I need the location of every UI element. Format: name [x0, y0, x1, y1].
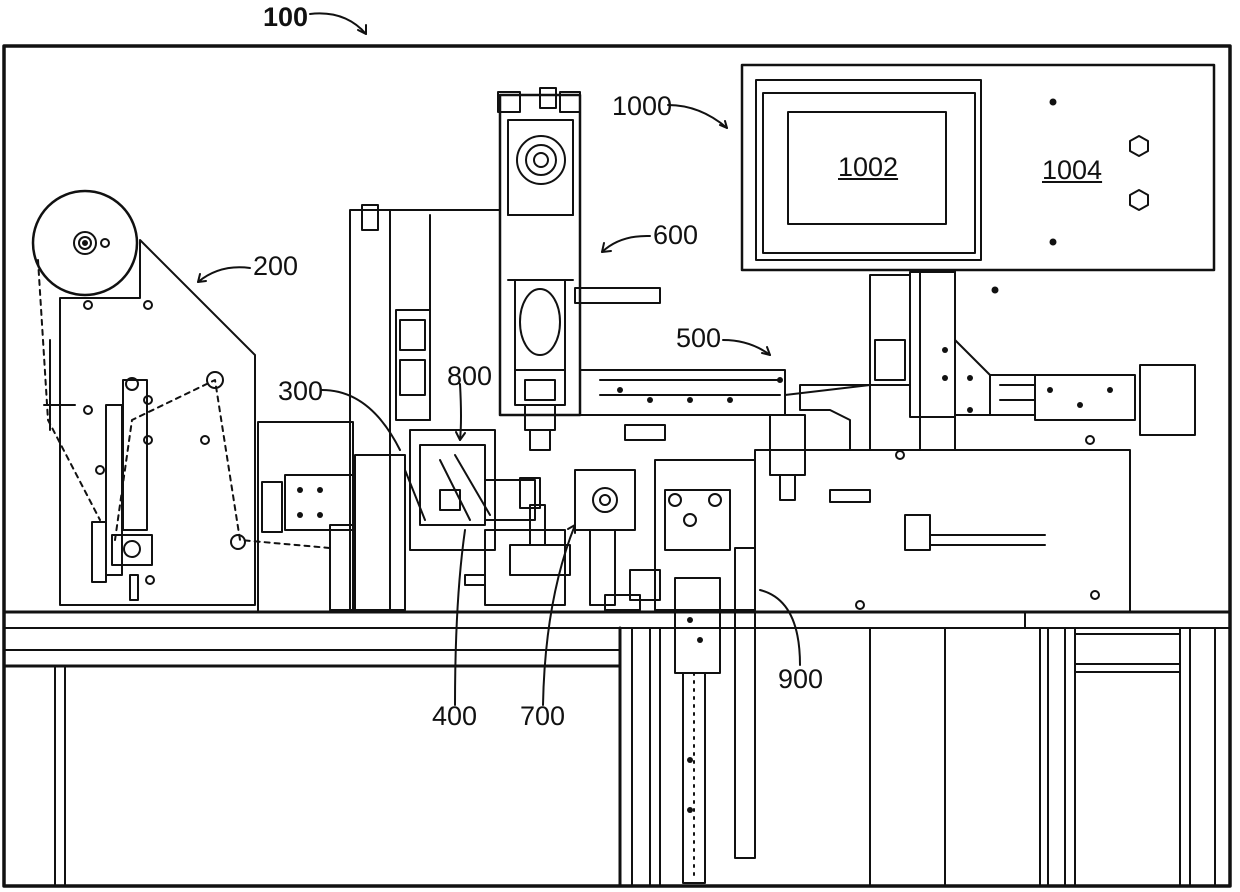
label-station-400: 400 [432, 703, 477, 730]
label-station-900: 900 [778, 666, 823, 693]
assembly-plates [258, 205, 640, 612]
label-control-panel: 1000 [612, 93, 672, 120]
control-panel [742, 65, 1214, 270]
slide-column [625, 425, 755, 883]
label-button-panel: 1004 [1042, 157, 1102, 184]
label-station-300: 300 [278, 378, 323, 405]
label-station-700: 700 [520, 703, 565, 730]
label-display-screen: 1002 [838, 154, 898, 181]
label-station-800: 800 [447, 363, 492, 390]
base-table [4, 612, 1230, 886]
right-base-plate [755, 270, 1130, 612]
label-feeder: 200 [253, 253, 298, 280]
label-machine: 100 [263, 4, 308, 31]
horizontal-rail [580, 272, 1195, 500]
label-station-600: 600 [653, 222, 698, 249]
label-station-500: 500 [676, 325, 721, 352]
